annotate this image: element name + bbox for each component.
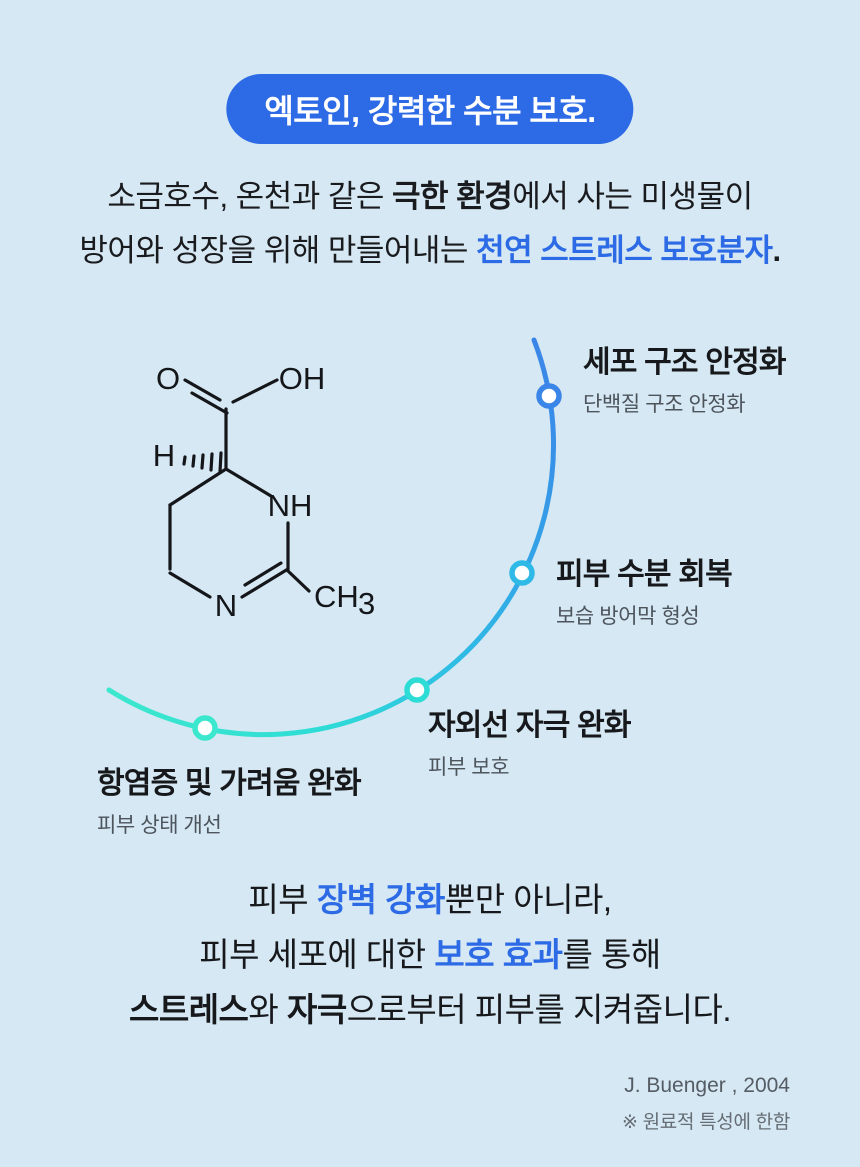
outro-line2-post: 를 통해 <box>562 936 661 973</box>
intro-line2-pre: 방어와 성장을 위해 만들어내는 <box>79 233 477 268</box>
bond-c2-ch3 <box>286 569 311 593</box>
title-badge: 엑토인, 강력한 수분 보호. <box>226 74 634 144</box>
arc-marker-uv-relief <box>404 677 430 703</box>
wedge-tick-3 <box>200 453 205 470</box>
outro-text: 피부 장벽 강화뿐만 아니라, 피부 세포에 대한 보호 효과를 통해 스트레스… <box>0 872 860 1037</box>
arc-marker-moisture-recovery <box>509 560 535 586</box>
outro-line1-post: 뿐만 아니라, <box>444 881 612 918</box>
atom-label-o: O <box>156 361 180 396</box>
wedge-tick-1 <box>182 455 187 466</box>
arc-marker-cell-stability <box>536 383 562 409</box>
feature-subtitle: 보습 방어막 형성 <box>556 605 700 628</box>
bond-c-o-2 <box>190 391 229 415</box>
ectoine-molecule-diagram: O OH H NH N CH 3 <box>153 361 375 623</box>
outro-line3-bold2: 자극 <box>286 991 347 1028</box>
atom-label-h: H <box>153 438 175 473</box>
feature-uv-relief: 자외선 자극 완화 피부 보호 <box>428 700 631 781</box>
disclaimer-note: ※ 원료적 특성에 한함 <box>622 1112 790 1133</box>
feature-moisture-recovery: 피부 수분 회복 보습 방어막 형성 <box>556 549 733 630</box>
intro-line1-bold: 극한 환경 <box>392 179 513 214</box>
atom-label-nh: NH <box>268 488 313 523</box>
feature-title: 항염증 및 가려움 완화 <box>97 767 362 800</box>
intro-line1-post: 에서 사는 미생물이 <box>512 179 753 214</box>
outro-line3-bold1: 스트레스 <box>128 991 249 1028</box>
intro-line2-end: . <box>772 233 782 268</box>
bond-c-oh <box>231 378 279 404</box>
feature-title: 세포 구조 안정화 <box>583 346 786 379</box>
title-badge-label: 엑토인, 강력한 수분 보호. <box>264 93 596 129</box>
outro-line1-accent: 장벽 강화 <box>316 881 446 918</box>
citation-text: J. Buenger , 2004 <box>624 1074 790 1097</box>
wedge-tick-5 <box>218 451 223 474</box>
footer: J. Buenger , 2004 ※ 원료적 특성에 한함 <box>622 1074 790 1134</box>
feature-cell-stability: 세포 구조 안정화 단백질 구조 안정화 <box>583 337 786 418</box>
intro-text: 소금호수, 온천과 같은 극한 환경에서 사는 미생물이 방어와 성장을 위해 … <box>0 170 860 278</box>
wedge-tick-4 <box>209 452 214 472</box>
bond-c5-c4 <box>168 467 228 507</box>
outro-line3-post: 으로부터 피부를 지켜줍니다. <box>346 991 732 1028</box>
bond-c4-nh <box>224 467 273 498</box>
intro-line1-pre: 소금호수, 온천과 같은 <box>107 179 393 214</box>
outro-line3-mid: 와 <box>248 991 287 1028</box>
bond-n-c6 <box>168 571 212 599</box>
bond-c2-n-inner <box>243 561 283 587</box>
intro-line2-accent: 천연 스트레스 보호분자 <box>476 233 773 268</box>
arc-marker-anti-inflammation <box>192 715 218 741</box>
outro-line2-accent: 보호 효과 <box>434 936 563 973</box>
outro-line2-pre: 피부 세포에 대한 <box>199 936 435 973</box>
atom-label-n: N <box>215 588 237 623</box>
feature-subtitle: 피부 상태 개선 <box>97 814 222 837</box>
feature-title: 피부 수분 회복 <box>556 558 733 591</box>
atom-label-oh: OH <box>279 361 326 396</box>
feature-subtitle: 단백질 구조 안정화 <box>583 393 746 416</box>
wedge-tick-2 <box>191 454 196 468</box>
bond-c-o-1 <box>183 378 222 402</box>
atom-label-ch-subscript: 3 <box>358 586 375 621</box>
feature-title: 자외선 자극 완화 <box>428 709 631 742</box>
atom-label-ch: CH <box>314 579 359 614</box>
feature-anti-inflammation: 항염증 및 가려움 완화 피부 상태 개선 <box>97 758 362 839</box>
feature-subtitle: 피부 보호 <box>428 756 510 779</box>
outro-line1-pre: 피부 <box>248 881 317 918</box>
